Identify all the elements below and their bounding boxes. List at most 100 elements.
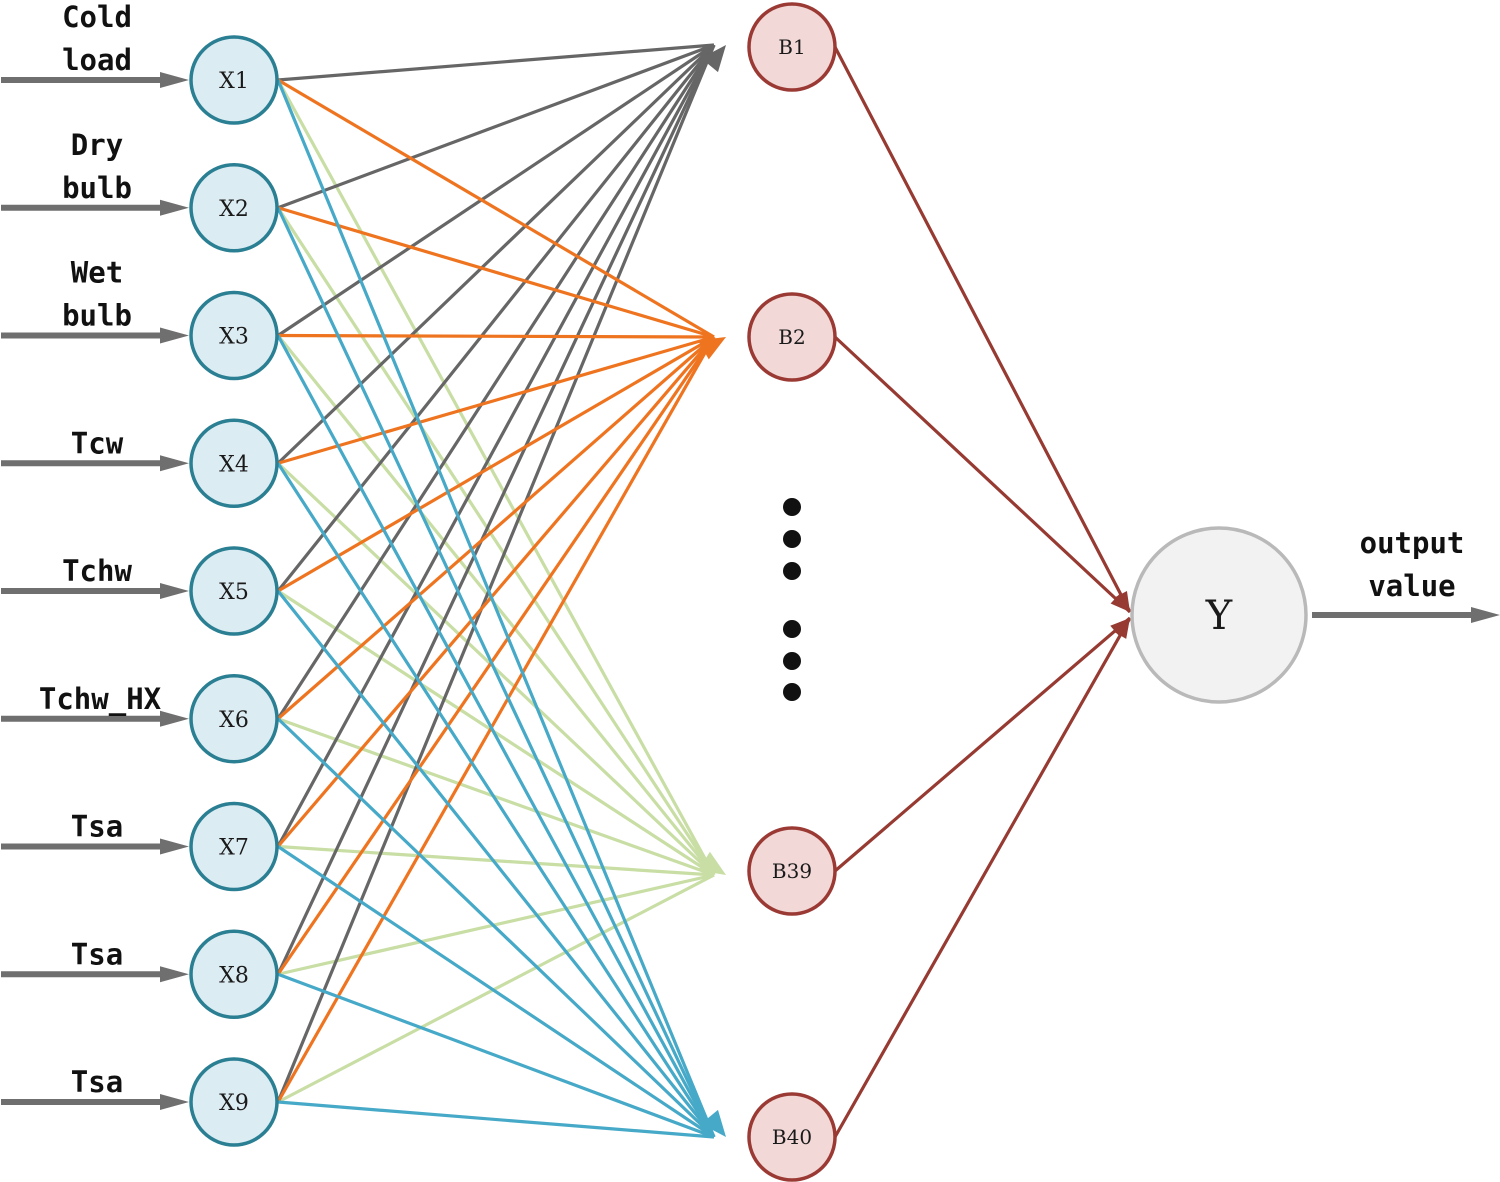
edge-x8-to-b40 — [277, 972, 715, 1139]
edge-x7-to-b39 — [277, 844, 715, 877]
input-node-circle — [189, 801, 279, 892]
arrowhead-to-b1 — [700, 45, 726, 73]
edge-x2-to-b39 — [276, 206, 716, 876]
input-label-x1-line-1: Cold — [62, 0, 132, 34]
input-node-id: X1 — [219, 69, 249, 94]
hidden-node-id: B39 — [772, 859, 812, 883]
input-node-x4: X4 — [189, 418, 279, 508]
input-arrow-head-x2 — [160, 199, 189, 216]
ellipsis-dot-3 — [783, 562, 801, 580]
ellipsis-dot-1 — [783, 498, 801, 516]
input-arrow-head-x9 — [160, 1094, 189, 1110]
input-arrow-head-x3 — [160, 327, 189, 344]
edge-x1-to-b39 — [276, 79, 716, 876]
input-node-id: X3 — [219, 325, 249, 350]
input-label-x3-line-1: Wet — [71, 256, 123, 290]
edge-x6-to-b39 — [277, 717, 715, 877]
input-node-x1: X1 — [189, 35, 279, 125]
input-node-circle — [189, 35, 279, 125]
edge-x9-to-b39 — [277, 873, 715, 1104]
edge-x1-to-b40 — [276, 79, 716, 1138]
input-arrow-head-x7 — [160, 838, 189, 855]
edge-b40-to-output — [833, 617, 1132, 1138]
output-label-line-1: output — [1360, 526, 1465, 560]
edge-x4-to-b40 — [276, 462, 716, 1138]
input-arrows-layer — [1, 72, 1500, 1110]
edge-x7-to-b1 — [276, 44, 716, 848]
hidden-node-b1: B1 — [747, 2, 837, 92]
input-arrow-head-x4 — [160, 455, 189, 472]
input-arrow-head-x6 — [160, 710, 189, 727]
edge-x9-to-b1 — [276, 44, 716, 1103]
hidden-node-b39: B39 — [747, 826, 837, 916]
input-node-circle — [189, 290, 279, 381]
input-node-id: X6 — [219, 708, 249, 733]
input-node-circle — [189, 1057, 279, 1147]
edge-x7-to-b40 — [277, 845, 715, 1139]
output-node-circle — [1130, 526, 1308, 704]
edge-x6-to-b2 — [276, 335, 716, 720]
labels-layer: ColdloadDrybulbWetbulbTcwTchwTchw_HXTsaT… — [39, 0, 1464, 1099]
input-node-x2: X2 — [189, 163, 279, 253]
input-node-circle — [189, 546, 279, 636]
input-arrow-shaft-x4 — [1, 460, 162, 467]
input-arrow-head-x5 — [160, 583, 189, 599]
edge-x1-to-b2 — [277, 78, 715, 339]
input-label-x6-line-1: Tchw_HX — [39, 682, 162, 716]
edge-x2-to-b1 — [277, 43, 715, 210]
input-node-circle — [189, 929, 279, 1019]
input-label-x1-line-2: load — [62, 43, 132, 77]
edge-x8-to-b1 — [276, 44, 716, 975]
hidden-node-id: B2 — [778, 325, 805, 349]
input-arrow-shaft-x9 — [1, 1099, 162, 1105]
input-node-x6: X6 — [189, 674, 279, 764]
input-label-x2-line-1: Dry — [71, 128, 123, 162]
input-label-x2-line-2: bulb — [62, 171, 132, 205]
input-node-x7: X7 — [189, 801, 279, 892]
edge-b2-to-output — [833, 335, 1132, 614]
input-arrow-shaft-x8 — [1, 971, 162, 978]
input-node-circle — [189, 674, 279, 764]
input-arrow-shaft-x6 — [1, 715, 162, 722]
hidden-node-id: B40 — [772, 1125, 812, 1149]
input-label-x5-line-1: Tchw — [62, 554, 132, 588]
output-arrow-head — [1471, 607, 1500, 623]
input-arrow-shaft-x5 — [1, 588, 162, 594]
hidden-node-b2: B2 — [747, 292, 837, 382]
input-arrow-shaft-x3 — [1, 332, 162, 339]
edge-x5-to-b1 — [276, 44, 716, 592]
edge-b1-to-output — [833, 46, 1132, 613]
edge-x9-to-b2 — [276, 336, 716, 1103]
input-node-id: X5 — [219, 580, 249, 605]
arrowhead-to-b39 — [698, 851, 726, 875]
input-arrow-head-x1 — [160, 72, 189, 88]
edge-x5-to-b2 — [277, 335, 715, 593]
input-node-id: X2 — [219, 197, 249, 222]
edge-x3-to-b2 — [277, 333, 715, 339]
input-node-circle — [189, 418, 279, 508]
hidden-node-circle — [747, 292, 837, 382]
hidden-node-b40: B40 — [747, 1092, 837, 1182]
input-node-circle — [189, 163, 279, 253]
input-node-id: X9 — [219, 1091, 249, 1116]
arrowhead-b40-to-output — [1114, 618, 1130, 639]
input-node-id: X8 — [219, 963, 249, 988]
input-node-x3: X3 — [189, 290, 279, 381]
input-arrow-shaft-x2 — [1, 204, 162, 211]
ellipsis-dot-6 — [783, 683, 801, 701]
input-label-x8-line-1: Tsa — [71, 937, 123, 971]
input-label-x3-line-2: bulb — [62, 299, 132, 333]
input-arrow-shaft-x7 — [1, 843, 162, 850]
edge-x2-to-b2 — [277, 206, 715, 339]
input-label-x9-line-1: Tsa — [71, 1065, 123, 1099]
edge-x8-to-b39 — [277, 873, 715, 976]
input-label-x7-line-1: Tsa — [71, 810, 123, 844]
hidden-node-id: B1 — [778, 35, 805, 59]
edge-x6-to-b40 — [276, 717, 716, 1139]
edge-x4-to-b1 — [276, 43, 716, 465]
input-node-x9: X9 — [189, 1057, 279, 1147]
arrowhead-to-b40 — [700, 1109, 726, 1137]
